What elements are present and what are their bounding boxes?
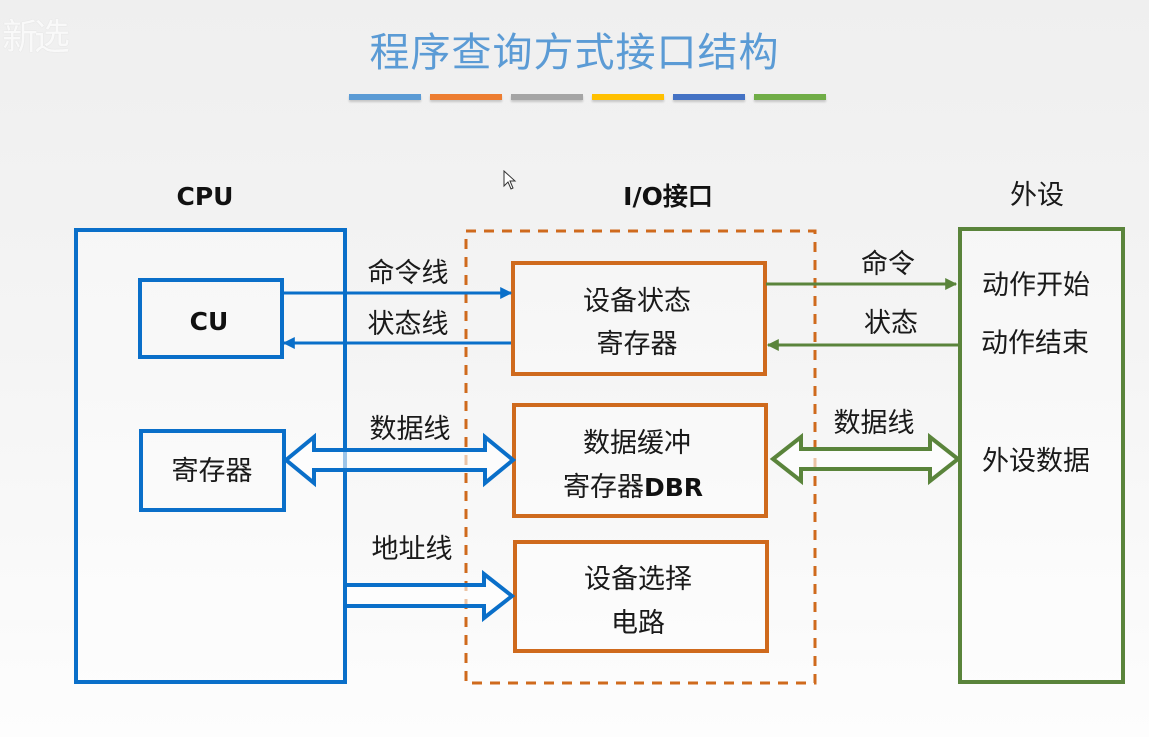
action-start-label: 动作开始 bbox=[982, 270, 1090, 301]
data-line-peripheral-arrow bbox=[769, 432, 962, 486]
command-line-label: 命令线 bbox=[368, 258, 449, 289]
status-register-label-line2: 寄存器 bbox=[597, 329, 678, 360]
title-bar bbox=[349, 94, 421, 100]
cu-box bbox=[138, 278, 284, 359]
status-register-box bbox=[511, 261, 767, 376]
device-select-label-line2: 电路 bbox=[611, 608, 665, 639]
peripheral-box bbox=[958, 227, 1125, 684]
device-select-circuit-box bbox=[513, 540, 769, 653]
title-color-bars bbox=[349, 94, 826, 100]
page-title: 程序查询方式接口结构 bbox=[369, 30, 780, 76]
status-line-label: 状态线 bbox=[368, 309, 449, 340]
cpu-heading: CPU bbox=[177, 182, 234, 211]
data-buffer-label-line2: 寄存器DBR bbox=[563, 472, 703, 503]
status-label: 状态 bbox=[864, 308, 918, 339]
device-select-label-line1: 设备选择 bbox=[584, 564, 692, 595]
status-register-label-line1: 设备状态 bbox=[583, 286, 691, 317]
address-line-label: 地址线 bbox=[372, 534, 453, 565]
data-buffer-label-line1: 数据缓冲 bbox=[583, 428, 691, 459]
mouse-cursor-icon bbox=[503, 170, 517, 190]
cpu-register-label: 寄存器 bbox=[172, 456, 253, 487]
peripheral-heading: 外设 bbox=[1010, 180, 1064, 211]
title-bar bbox=[511, 94, 583, 100]
data-line-cpu-label: 数据线 bbox=[370, 414, 451, 445]
title-bar bbox=[673, 94, 745, 100]
device-data-label: 外设数据 bbox=[982, 446, 1090, 477]
address-line-arrow bbox=[347, 569, 516, 623]
cpu-register-box bbox=[139, 429, 286, 512]
data-buffer-label-acronym: DBR bbox=[644, 473, 703, 502]
action-end-label: 动作结束 bbox=[981, 328, 1089, 359]
data-line-peripheral-label: 数据线 bbox=[834, 408, 915, 439]
data-buffer-label-line2-cn: 寄存器 bbox=[563, 472, 644, 503]
watermark-logo: 新选 bbox=[2, 17, 70, 58]
title-bar bbox=[754, 94, 826, 100]
cu-label: CU bbox=[190, 307, 229, 336]
title-bar bbox=[592, 94, 664, 100]
title-bar bbox=[430, 94, 502, 100]
io-interface-heading: I/O接口 bbox=[623, 182, 713, 211]
data-line-cpu-arrow bbox=[282, 432, 517, 488]
command-label: 命令 bbox=[861, 249, 915, 280]
